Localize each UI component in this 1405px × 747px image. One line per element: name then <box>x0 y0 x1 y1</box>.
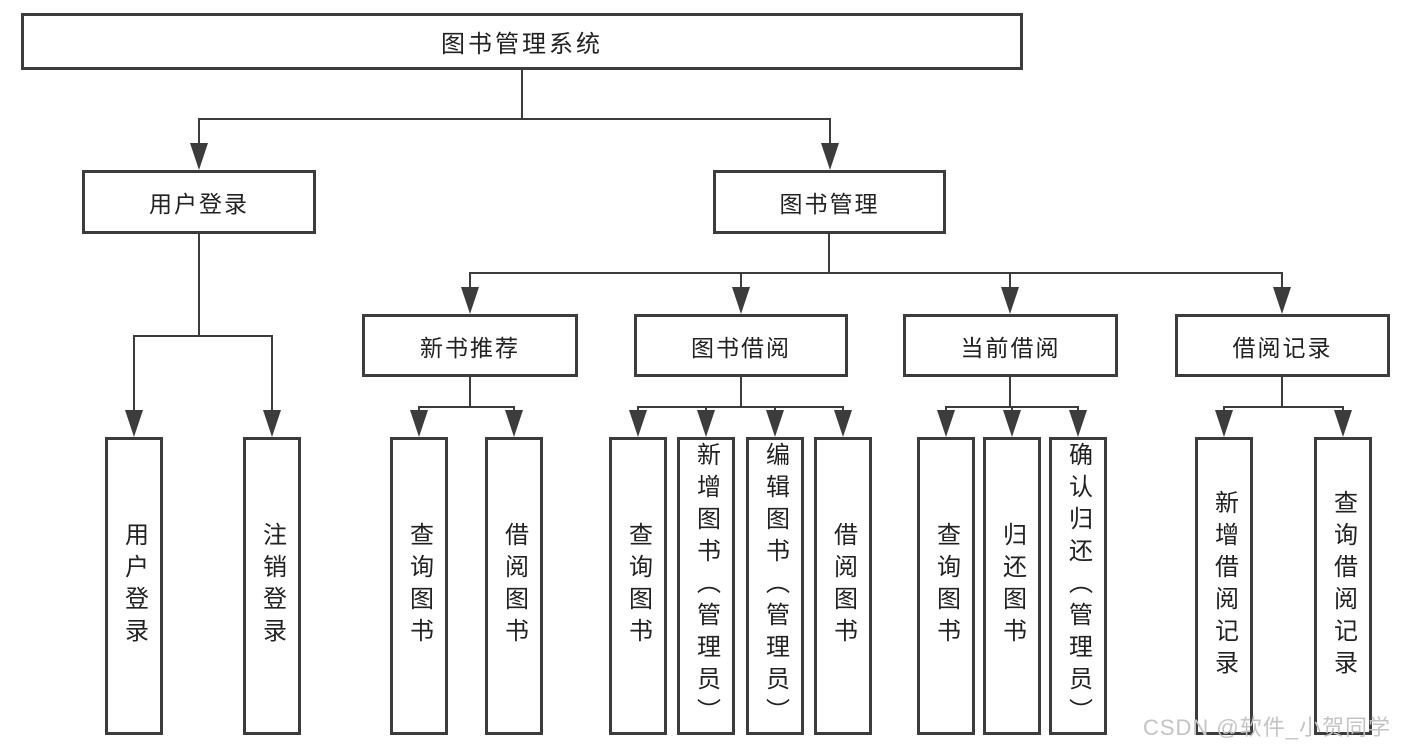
edge-bar <box>1223 406 1344 408</box>
edge-drop-leaf <box>945 406 947 413</box>
node-new-book-recommendation: 新书推荐 <box>362 314 578 377</box>
arrow-down-icon <box>505 410 523 437</box>
edge-bar <box>637 406 844 408</box>
arrow-down-icon <box>1273 287 1291 314</box>
arrow-down-icon <box>190 143 208 170</box>
leaf-query-borrow-record: 查询借阅记录 <box>1314 437 1372 735</box>
node-library-management-system: 图书管理系统 <box>21 13 1023 70</box>
edge-drop-leaf <box>705 406 707 413</box>
edge-drop-leaf <box>133 335 135 413</box>
arrow-down-icon <box>1334 410 1352 437</box>
leaf-query-book: 查询图书 <box>390 437 448 735</box>
leaf-logout: 注销登录 <box>243 437 301 735</box>
edge-root-stem <box>521 70 523 120</box>
arrow-down-icon <box>1215 410 1233 437</box>
edge-drop-level3 <box>1281 272 1283 290</box>
edge-drop-leaf <box>842 406 844 413</box>
edge-drop-leaf <box>1342 406 1344 413</box>
arrow-down-icon <box>629 410 647 437</box>
arrow-down-icon <box>732 287 750 314</box>
leaf-add-borrow-record: 新增借阅记录 <box>1195 437 1253 735</box>
leaf-return-book: 归还图书 <box>983 437 1041 735</box>
watermark: CSDN @软件_小贺同学 <box>1142 715 1391 740</box>
arrow-down-icon <box>125 410 143 437</box>
arrow-down-icon <box>697 410 715 437</box>
arrow-down-icon <box>410 410 428 437</box>
leaf-user-login: 用户登录 <box>105 437 163 735</box>
leaf-edit-book-admin: 编辑图书（管理员） <box>746 437 804 735</box>
leaf-borrow-book: 借阅图书 <box>485 437 543 735</box>
leaf-query-book-2: 查询图书 <box>609 437 667 735</box>
edge-drop-leaf <box>418 406 420 413</box>
edge-drop-level3 <box>740 272 742 290</box>
arrow-down-icon <box>263 410 281 437</box>
edge-drop-leaf <box>271 335 273 413</box>
edge-drop-level3 <box>469 272 471 290</box>
edge-drop-leaf <box>513 406 515 413</box>
arrow-down-icon <box>1069 410 1087 437</box>
leaf-borrow-book-2: 借阅图书 <box>814 437 872 735</box>
edge-stem <box>469 376 471 408</box>
arrow-down-icon <box>834 410 852 437</box>
node-book-management: 图书管理 <box>713 170 946 234</box>
node-user-login: 用户登录 <box>82 170 316 234</box>
edge-drop-leaf <box>1223 406 1225 413</box>
leaf-confirm-return-admin: 确认归还（管理员） <box>1049 437 1107 735</box>
edge-stem <box>1009 376 1011 408</box>
edge-stem <box>740 376 742 408</box>
edge-bar <box>418 406 515 408</box>
node-borrowing-records: 借阅记录 <box>1175 314 1390 377</box>
edge-drop-leaf <box>637 406 639 413</box>
edge-book-management-stem <box>828 234 830 274</box>
arrow-down-icon <box>766 410 784 437</box>
edge-drop-leaf <box>1011 406 1013 413</box>
leaf-query-book-3: 查询图书 <box>917 437 975 735</box>
arrow-down-icon <box>1001 287 1019 314</box>
node-current-borrowing: 当前借阅 <box>903 314 1118 377</box>
arrow-down-icon <box>821 143 839 170</box>
arrow-down-icon <box>937 410 955 437</box>
edge-drop-book-management <box>829 118 831 146</box>
leaf-add-book-admin: 新增图书（管理员） <box>677 437 735 735</box>
edge-user-login-stem <box>198 233 200 337</box>
edge-user-login-bar <box>133 335 273 337</box>
edge-book-management-bar <box>469 272 1283 274</box>
arrow-down-icon <box>1003 410 1021 437</box>
edge-drop-leaf <box>1077 406 1079 413</box>
edge-drop-leaf <box>774 406 776 413</box>
edge-root-bar <box>198 118 831 120</box>
edge-stem <box>1281 376 1283 408</box>
edge-drop-level3 <box>1009 272 1011 290</box>
edge-drop-user-login <box>198 118 200 146</box>
node-book-borrowing: 图书借阅 <box>634 314 848 377</box>
arrow-down-icon <box>461 287 479 314</box>
